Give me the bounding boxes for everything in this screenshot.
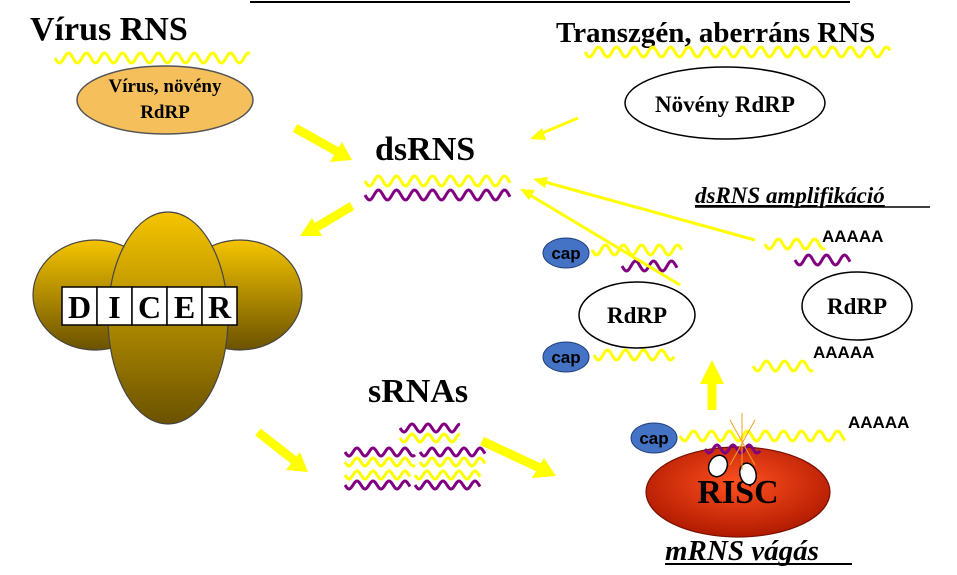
rna-3-purple (793, 253, 852, 267)
cap-2 (542, 341, 590, 373)
dicer-letter-i: I (108, 289, 120, 325)
dicer-letter-box-r (201, 286, 238, 326)
mrns-vagas-label: mRNS vágás (665, 535, 819, 567)
noveny-rdrp-ellipse (624, 66, 826, 140)
virus-rns-title: Vírus RNS (30, 11, 188, 48)
polya-3: AAAAA (848, 413, 909, 432)
cap-1-label: cap (551, 244, 580, 263)
purple-rna-strand (363, 188, 512, 202)
rna-1-yellow (590, 243, 684, 257)
dicer-letters: D I C E R (61, 286, 238, 326)
arrow-amplification-right (544, 180, 756, 242)
yellow-rna-strand (413, 469, 482, 481)
virus-rdrp-label-line1: Vírus, növény (109, 76, 222, 97)
mrna-target-yellow (678, 429, 847, 443)
rdrp-ellipse-right (801, 271, 913, 341)
yellow-rna-strand (343, 469, 412, 481)
yellow-rna-strand (398, 432, 461, 444)
dicer-letter-e: E (174, 289, 195, 325)
purple-rna-strand (413, 479, 482, 491)
dsrns-amplifikacio-label: dsRNS amplifikáció (695, 183, 885, 208)
rdrp-right-label: RdRP (827, 294, 887, 319)
risc-complex (645, 446, 831, 538)
purple-rna-strand (343, 446, 416, 458)
dsrns-title: dsRNS (375, 131, 475, 168)
yellow-rna-strand (418, 456, 487, 468)
cap-3 (630, 422, 678, 454)
dicer-letter-r: R (208, 289, 232, 325)
virus-rdrp-label-line2: RdRP (140, 102, 190, 123)
virus-rdrp-ellipse (76, 65, 254, 135)
transzgen-title: Transzgén, aberráns RNS (556, 17, 875, 49)
yellow-rna-strand (53, 51, 251, 65)
arrow-dicer-to-srnas (255, 428, 298, 465)
noveny-rdrp-label: Növény RdRP (655, 92, 795, 117)
cap-3-label: cap (639, 429, 668, 448)
rna-2-yellow (592, 348, 676, 362)
arrow-srnas-to-risc (480, 436, 542, 473)
purple-rna-strand (343, 479, 412, 491)
pathway-arrows (255, 116, 756, 478)
arrow-virus-to-dsrns (292, 124, 341, 156)
risc-subunit-right (739, 462, 757, 486)
arrow-dsrns-to-dicer (312, 202, 355, 232)
transgene-rna-wave (583, 45, 892, 59)
arrow-amplification-left (529, 193, 681, 287)
yellow-rna-strand (363, 174, 512, 188)
virus-rna-wave (53, 51, 251, 65)
dicer-letter-d: D (68, 289, 91, 325)
cap-2-label: cap (551, 348, 580, 367)
risc-label: RISC (697, 474, 778, 511)
cleavage-spark (729, 413, 756, 470)
rna-4-yellow (751, 359, 814, 373)
dicer-letter-box-i (96, 286, 133, 326)
rdrp-left-label: RdRP (607, 303, 667, 328)
dicer-letter-box-e (166, 286, 203, 326)
dicer-letter-c: C (138, 289, 161, 325)
rdrp-ellipse-left (578, 281, 696, 349)
rna-3-yellow (763, 237, 826, 251)
mrna-guide-purple (703, 443, 762, 455)
polya-1: AAAAA (822, 227, 883, 246)
arrow-transgene-to-dsrns (539, 116, 579, 136)
srnas-title: sRNAs (368, 373, 468, 410)
polya-2: AAAAA (813, 343, 874, 362)
purple-rna-strand (418, 446, 487, 458)
yellow-rna-strand (583, 45, 892, 59)
yellow-rna-strand (343, 456, 416, 468)
srna-duplexes (343, 422, 487, 491)
risc-subunit-left (707, 454, 729, 478)
purple-rna-strand (398, 422, 461, 434)
cap-1 (542, 237, 590, 269)
dsrns-duplex (363, 174, 512, 202)
